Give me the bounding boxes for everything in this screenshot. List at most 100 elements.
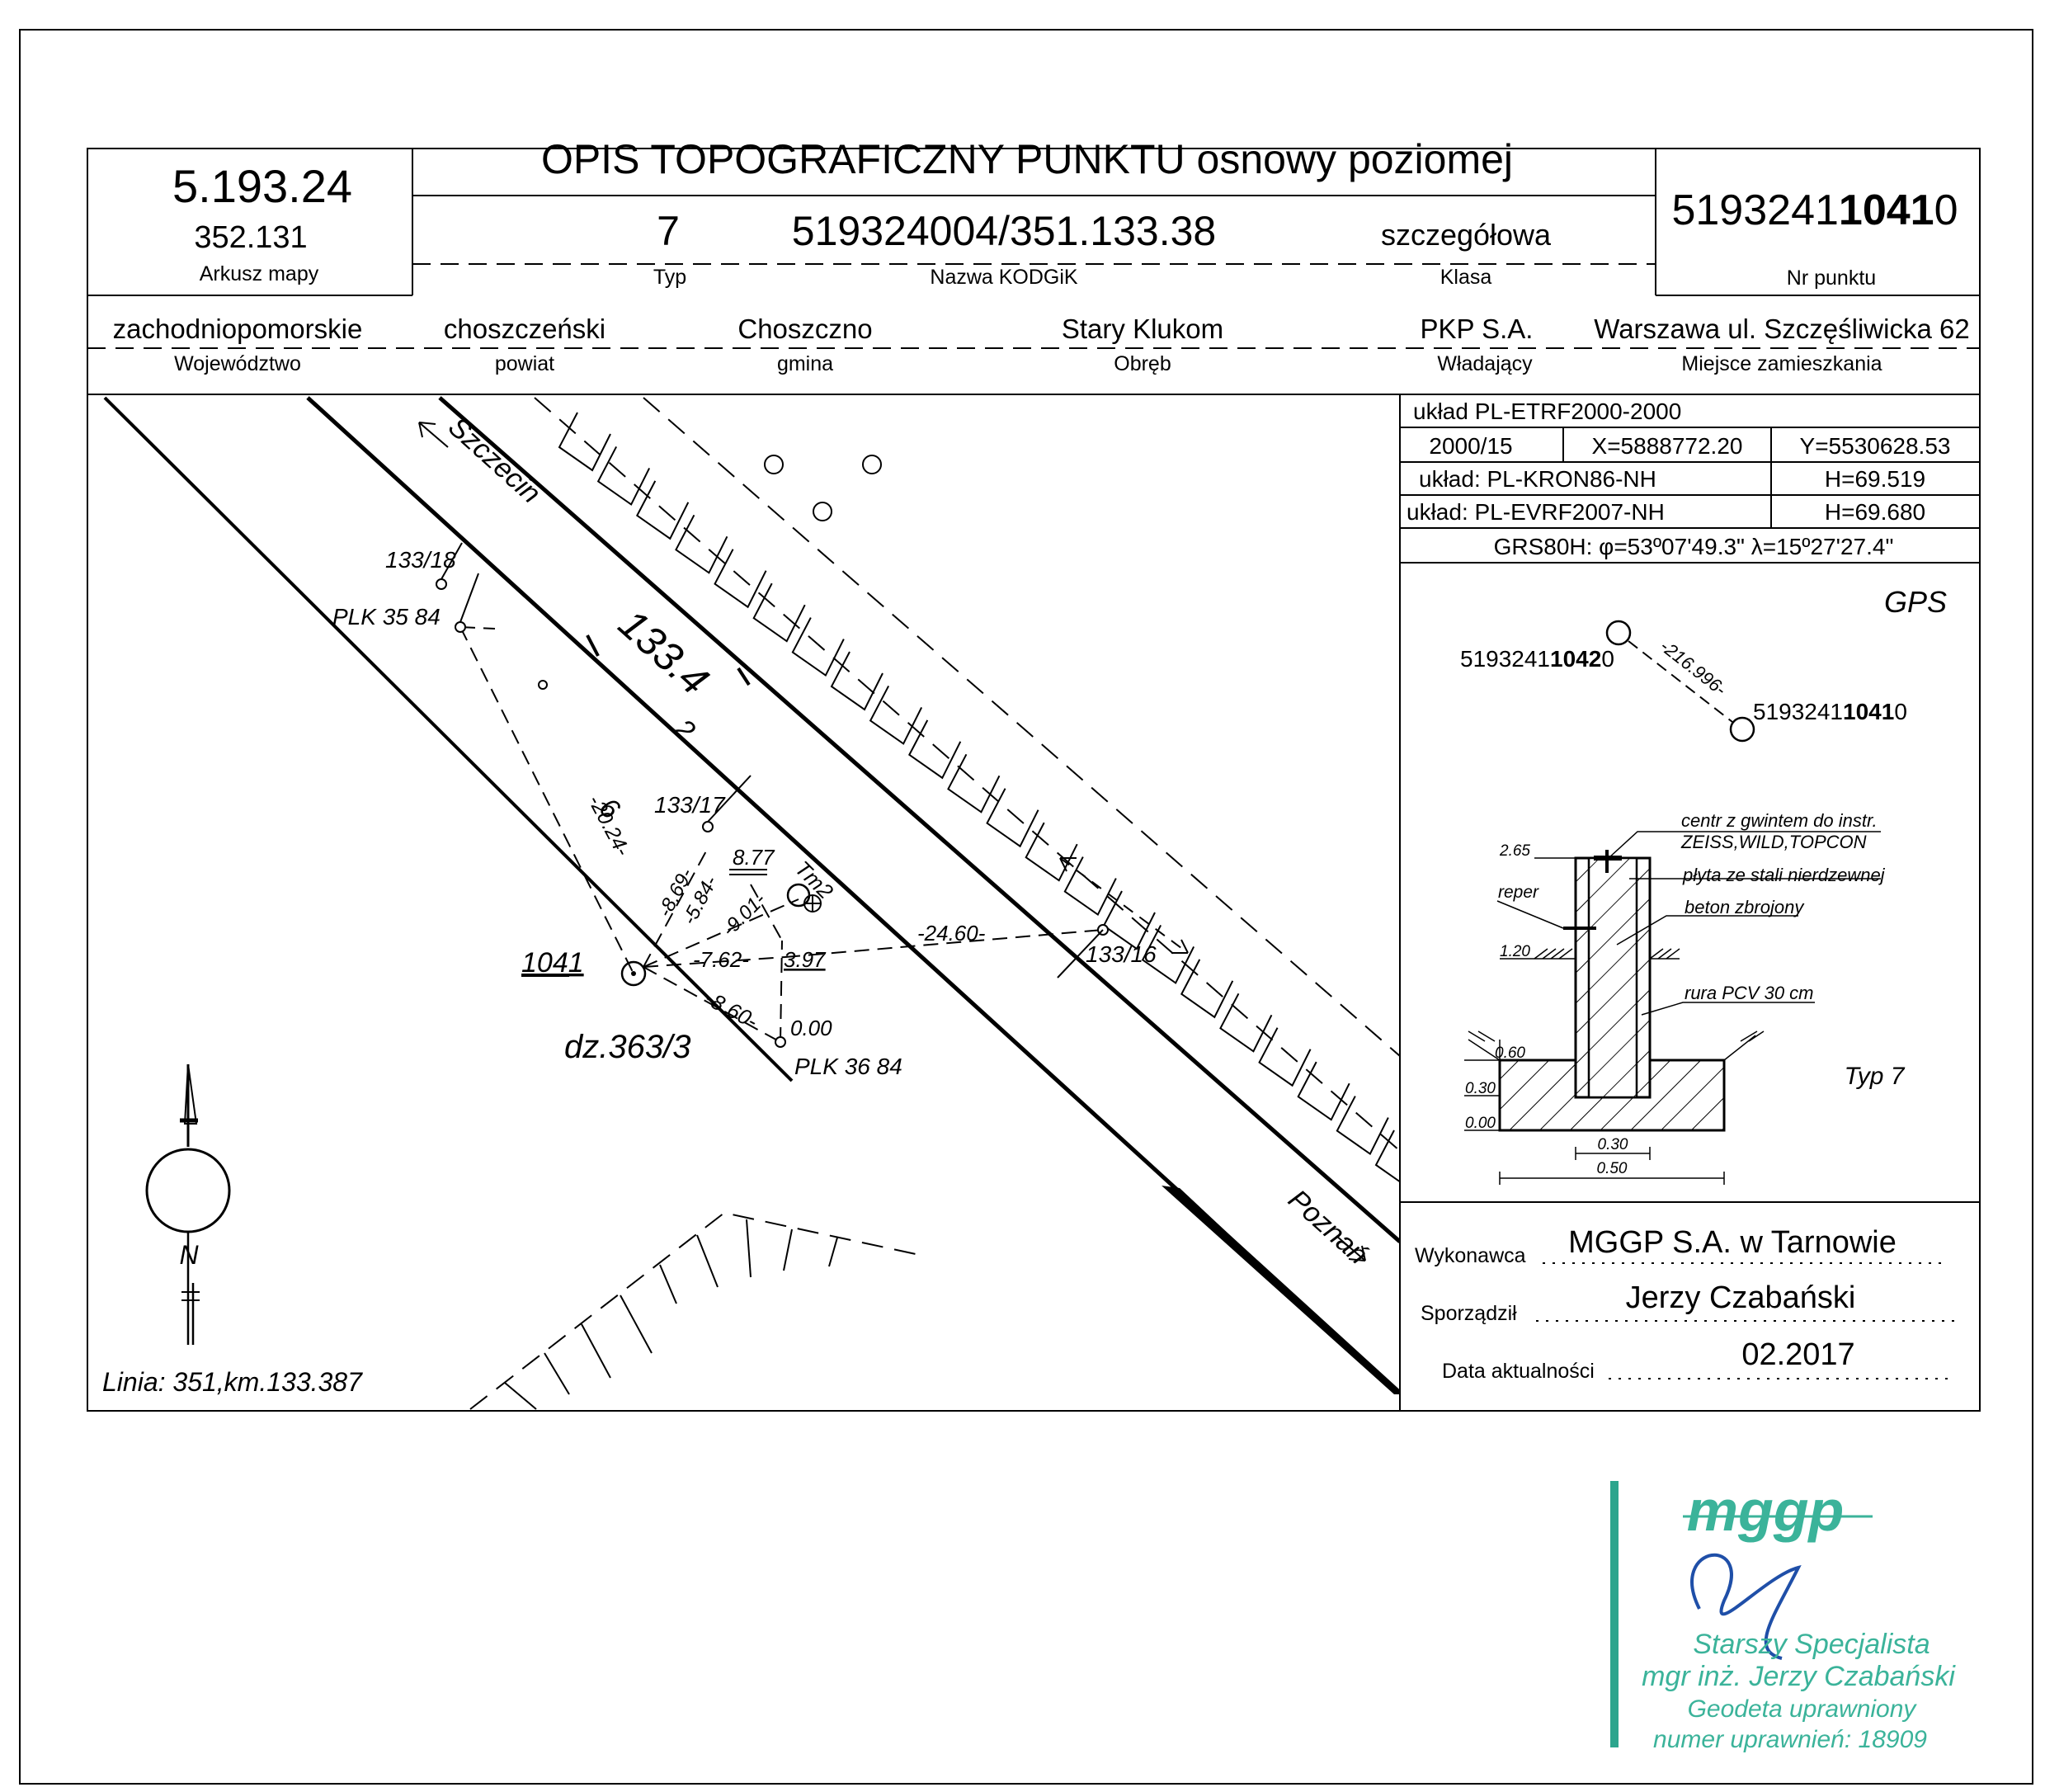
contractor-label: Wykonawca [1415, 1244, 1526, 1267]
slope-tick [869, 685, 923, 745]
slope-tick [1063, 856, 1117, 917]
commune-label: gmina [777, 352, 833, 375]
stamp-line-3: Geodeta uprawniony [1688, 1695, 1918, 1723]
county-label: powiat [495, 352, 554, 375]
slope-tick [791, 617, 845, 677]
tree-symbol [862, 455, 882, 474]
width-0-30: 0.30 [1598, 1136, 1628, 1153]
north-arrow: N [145, 1063, 231, 1345]
slope-tick [752, 582, 806, 643]
height-1-20: 1.20 [1500, 943, 1530, 960]
gps-point-1042-label: 519324110420 [1460, 646, 1614, 672]
slope-tick [1025, 822, 1078, 882]
right-panel: układ PL-ETRF2000-2000 2000/15 X=5888772… [1399, 394, 1980, 1411]
page-title: OPIS TOPOGRAFICZNY PUNKTU osnowy poziome… [541, 136, 1513, 182]
survey-measurement-lines [459, 626, 1104, 1043]
label-133-16: 133/16 [1086, 941, 1157, 967]
precinct-label: Obręb [1114, 352, 1171, 375]
construction-diagram: centr z gwintem do instr. ZEISS,WILD,TOP… [1464, 810, 1906, 1185]
dim-0-00: 0.00 [790, 1016, 832, 1040]
sheet-number: 5.193.24 [172, 160, 352, 212]
direction-poznan: Poznań [1282, 1184, 1374, 1271]
note-concrete: beton zbrojony [1685, 897, 1805, 917]
note-pipe: rura PCV 30 cm [1685, 983, 1814, 1003]
gps-distance: -216.996- [1656, 635, 1731, 700]
dim-20-24: -20.24- [583, 791, 634, 860]
point-plk35 [455, 621, 466, 633]
embankment-wedge [1162, 1186, 1400, 1394]
note-instruments: ZEISS,WILD,TOPCON [1680, 832, 1867, 852]
coord-zone: 2000/15 [1429, 433, 1512, 459]
height-0-60: 0.60 [1495, 1045, 1525, 1062]
point-133-17 [702, 821, 714, 832]
slope-tick [1297, 1061, 1350, 1121]
author-label: Sporządził [1421, 1302, 1517, 1325]
class-label: Klasa [1440, 266, 1492, 289]
coord-h-kron: H=69.519 [1825, 466, 1925, 492]
class-value: szczegółowa [1381, 218, 1552, 252]
dim-24-60: -24.60- [917, 921, 986, 946]
coord-y: Y=5530628.53 [1800, 433, 1951, 459]
slope-tick [830, 651, 883, 711]
coord-x: X=5888772.20 [1592, 433, 1743, 459]
surveyor-stamp: mggp Starszy Specjalista mgr inż. Jerzy … [1610, 1478, 1956, 1753]
label-plk36: PLK 36 84 [794, 1054, 902, 1079]
slope-tick [986, 788, 1039, 848]
stamp-logo: mggp [1687, 1478, 1845, 1543]
gps-point-1041-circle [1729, 716, 1755, 743]
dim-8-77: 8.77 [733, 845, 775, 870]
small-point [538, 680, 548, 690]
kodgik-value: 519324004/351.133.38 [792, 208, 1216, 254]
type-label: Typ [653, 266, 686, 289]
control-point-1041 [620, 960, 647, 987]
slope-tick [1141, 924, 1195, 984]
coord-system-etrf: układ PL-ETRF2000-2000 [1413, 398, 1681, 424]
date-value: 02.2017 [1741, 1337, 1854, 1372]
height-0-00: 0.00 [1465, 1115, 1496, 1132]
slope-tick [596, 446, 651, 506]
author-value: Jerzy Czabański [1626, 1280, 1856, 1315]
slope-tick [907, 719, 962, 780]
slope-tick [1102, 890, 1156, 950]
lower-slope-ticks [504, 1219, 838, 1410]
stamp-line-1: Starszy Specjalista [1693, 1629, 1930, 1660]
voivodeship-label: Województwo [174, 352, 301, 375]
slope-tick [1180, 959, 1234, 1019]
county: choszczeński [444, 314, 605, 344]
stamp-signature [1690, 1553, 1802, 1660]
height-0-30: 0.30 [1465, 1080, 1496, 1097]
point-plk36 [775, 1036, 786, 1048]
construction-type: Typ 7 [1845, 1063, 1906, 1090]
north-label: N [179, 1240, 199, 1270]
owner: PKP S.A. [1421, 314, 1534, 344]
dim-3-97: 3.97 [784, 947, 827, 972]
tree-symbol [764, 455, 784, 474]
date-label: Data aktualności [1442, 1360, 1595, 1383]
precinct: Stary Klukom [1062, 314, 1223, 344]
label-133-18: 133/18 [385, 547, 456, 573]
admin-row: zachodniopomorskie Województwo choszczeń… [113, 314, 1970, 375]
direction-szczecin: Szczecin [442, 411, 547, 509]
slope-tick [1258, 1027, 1312, 1087]
stamp-line-2: mgr inż. Jerzy Czabański [1642, 1661, 1956, 1692]
coord-system-evrf: układ: PL-EVRF2007-NH [1407, 499, 1665, 525]
residence-label: Miejsce zamieszkania [1681, 352, 1882, 375]
page-border [19, 29, 2033, 1785]
coord-grs80: GRS80H: φ=53º07'49.3" λ=15º27'27.4" [1494, 534, 1894, 559]
gps-baseline [1628, 640, 1733, 723]
slope-tick [675, 514, 728, 574]
point-number: 519324110410 [1671, 186, 1958, 234]
commune: Choszczno [737, 314, 872, 344]
gps-label: GPS [1884, 585, 1947, 619]
slope-tick [1336, 1096, 1389, 1156]
label-parcel: dz.363/3 [564, 1029, 690, 1065]
gps-point-1041-label: 519324110410 [1753, 699, 1907, 724]
slope-tick [1374, 1129, 1400, 1183]
slope-tick [947, 753, 1001, 813]
note-plate: płyta ze stali nierdzewnej [1682, 865, 1886, 885]
rail-line-outer [103, 396, 794, 1082]
line-kilometer-label: Linia: 351,km.133.387 [102, 1367, 363, 1397]
height-2-65: 2.65 [1499, 842, 1530, 860]
owner-label: Władający [1437, 352, 1533, 375]
